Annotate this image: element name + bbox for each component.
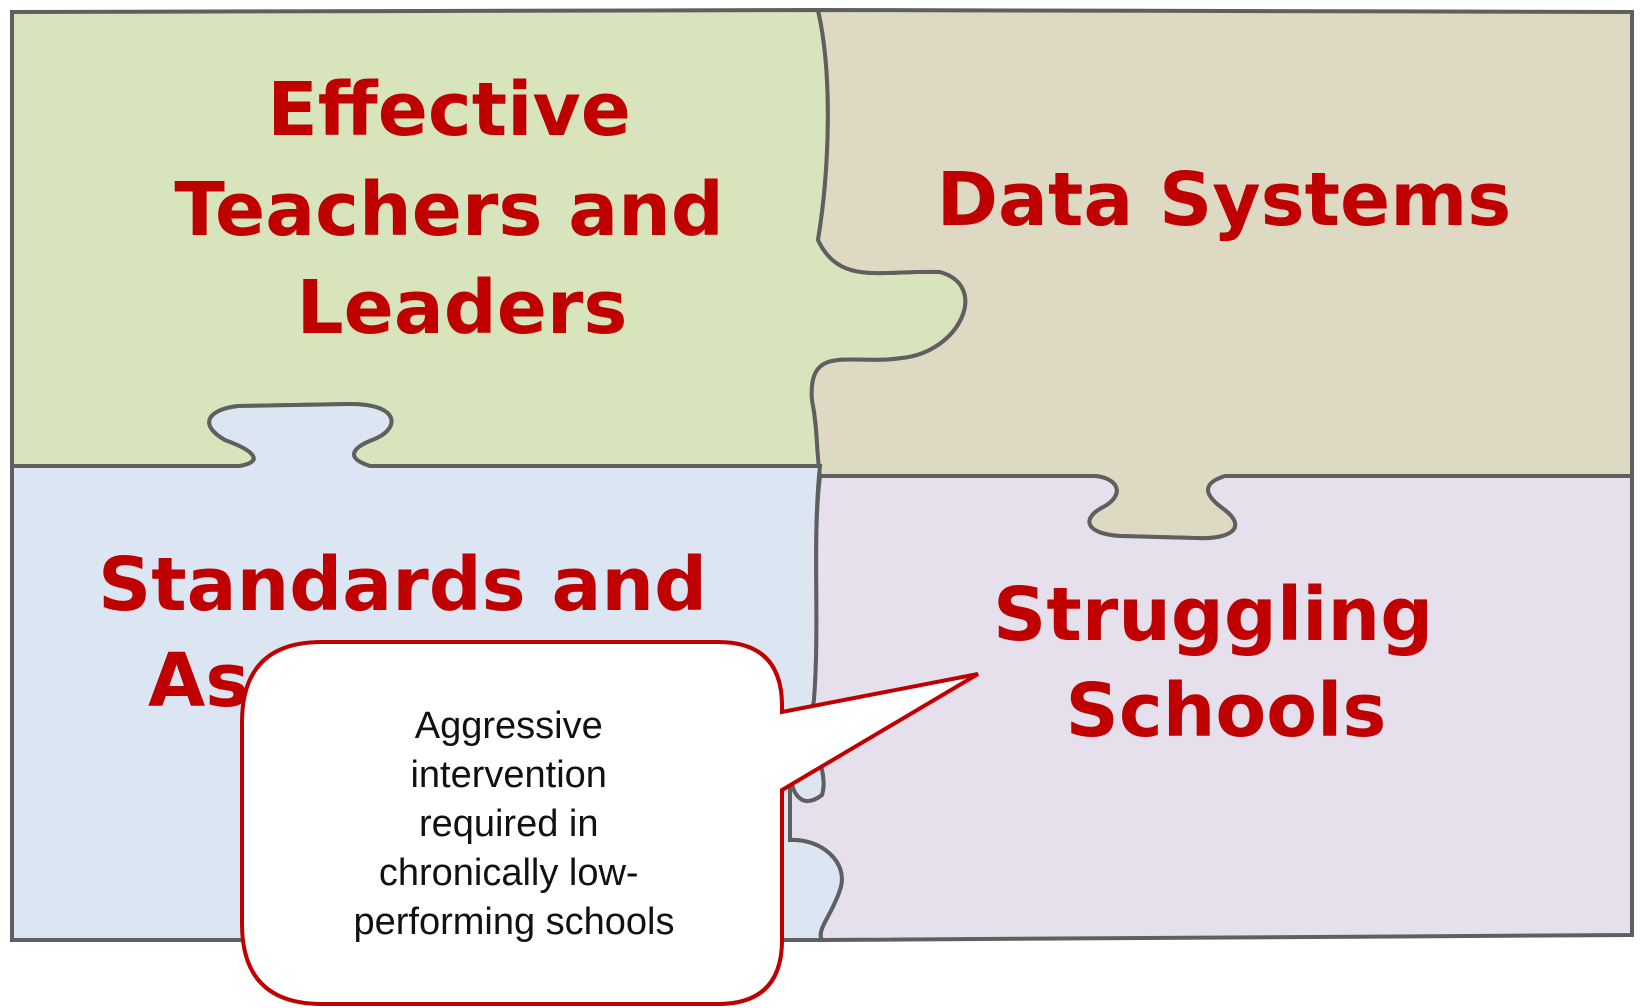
piece-struggling — [788, 474, 1634, 943]
teachers-label-line-2: Teachers and — [174, 167, 723, 253]
struggling-label: Struggling Schools — [993, 572, 1459, 754]
callout-bubble — [240, 640, 980, 1006]
callout-line-5: performing schools — [353, 901, 674, 943]
callout-text: Aggressive intervention required in chro… — [353, 705, 674, 943]
struggling-label-line-1: Struggling — [993, 572, 1433, 658]
teachers-label-line-3: Leaders — [297, 265, 628, 351]
standards-label-line-1: Standards and — [98, 542, 707, 628]
data-systems-label: Data Systems — [937, 157, 1512, 243]
callout-line-2: intervention — [410, 754, 606, 796]
standards-label-line-2: As — [148, 638, 249, 724]
teachers-label: Effective Teachers and Leaders — [174, 67, 749, 351]
data-systems-label-line-1: Data Systems — [937, 157, 1512, 243]
callout-line-3: required in — [419, 803, 599, 845]
callout-line-1: Aggressive — [415, 705, 603, 747]
teachers-label-line-1: Effective — [267, 67, 631, 153]
struggling-label-line-2: Schools — [1066, 668, 1387, 754]
callout-line-4: chronically low- — [379, 852, 639, 894]
standards-label: Standards and As — [98, 542, 733, 724]
